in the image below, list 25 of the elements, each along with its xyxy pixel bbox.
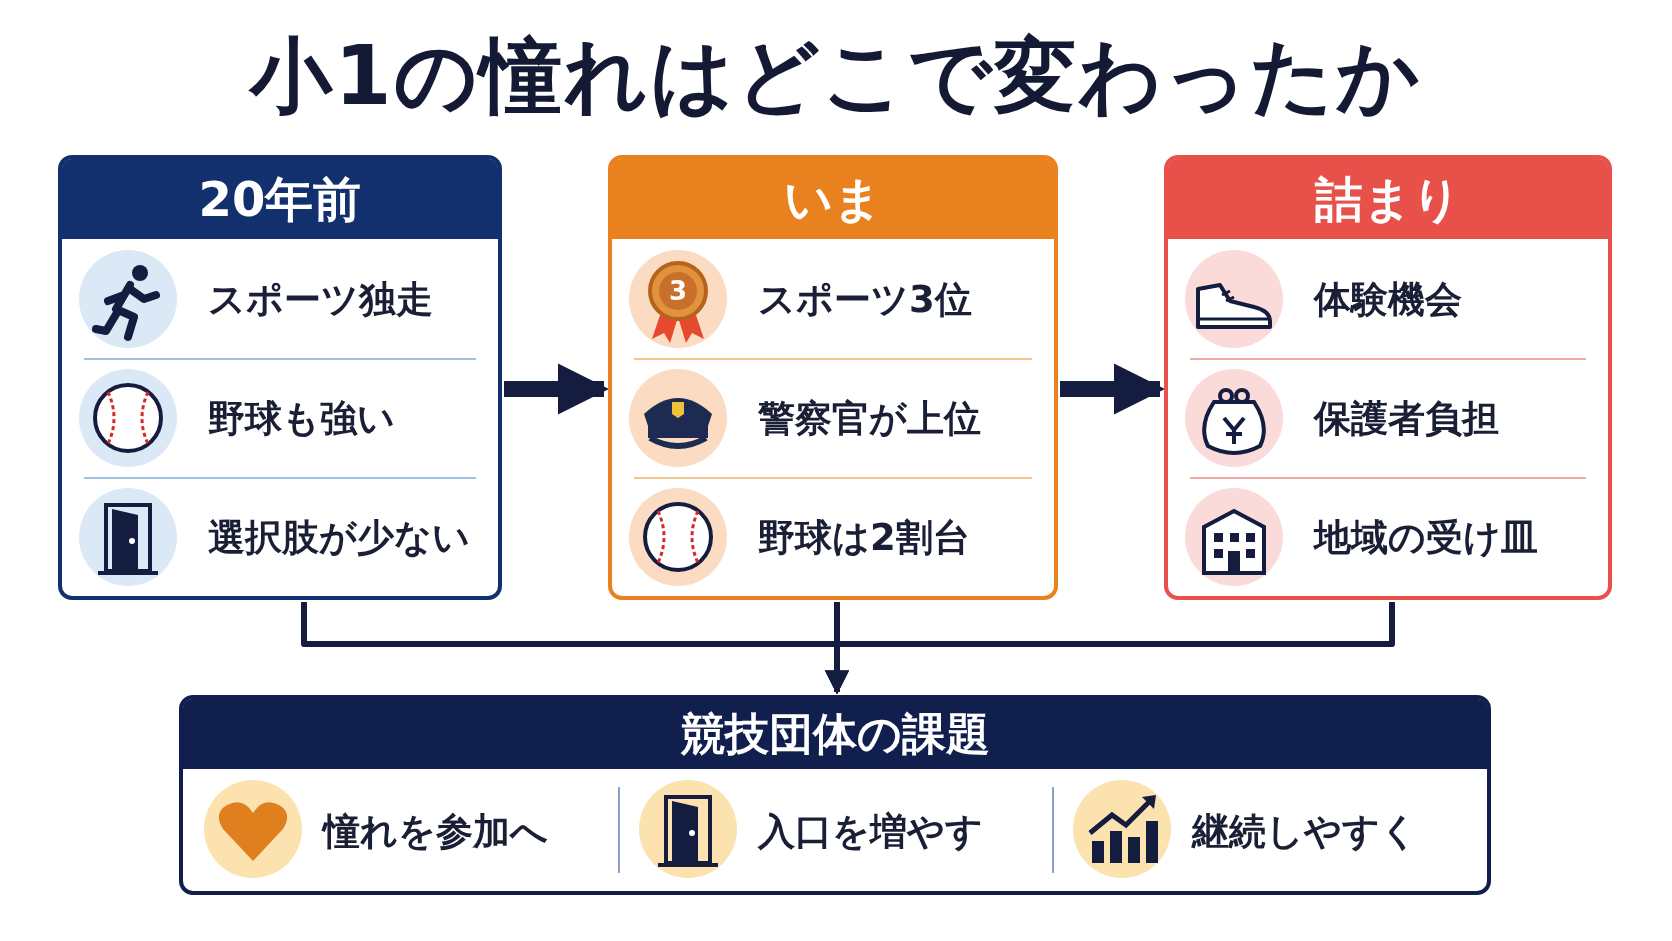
item-text: 憧れを参加へ xyxy=(323,809,548,855)
item-text: 体験機会 xyxy=(1314,276,1462,323)
item-text: 保護者負担 xyxy=(1314,395,1499,442)
panel-card xyxy=(1164,155,1612,600)
panel-card xyxy=(179,695,1491,895)
item-text: 選択肢が少ない xyxy=(208,514,470,561)
panel-card xyxy=(608,155,1058,600)
title: 小1の憧れはどこで変わったか xyxy=(247,27,1423,125)
medal-number: 3 xyxy=(667,274,689,308)
panel-header: いま xyxy=(612,159,1054,239)
item-text: スポーツ3位 xyxy=(758,276,972,323)
panel-card xyxy=(58,155,502,600)
item-text: スポーツ独走 xyxy=(208,276,433,323)
panel-header: 競技団体の課題 xyxy=(183,699,1487,769)
item-text: 入口を増やす xyxy=(757,809,983,855)
item-text: 野球も強い xyxy=(208,395,395,442)
item-text: 野球は2割台 xyxy=(758,514,970,561)
arrow xyxy=(504,363,610,415)
panel-header: 20年前 xyxy=(62,159,498,239)
item-text: 警察官が上位 xyxy=(758,395,981,442)
item-text: 地域の受け皿 xyxy=(1314,514,1538,561)
item-text: 継続しやすく xyxy=(1192,809,1419,855)
arrow xyxy=(1060,363,1166,415)
panel-header: 詰まり xyxy=(1168,159,1608,239)
arrow xyxy=(825,602,1395,695)
